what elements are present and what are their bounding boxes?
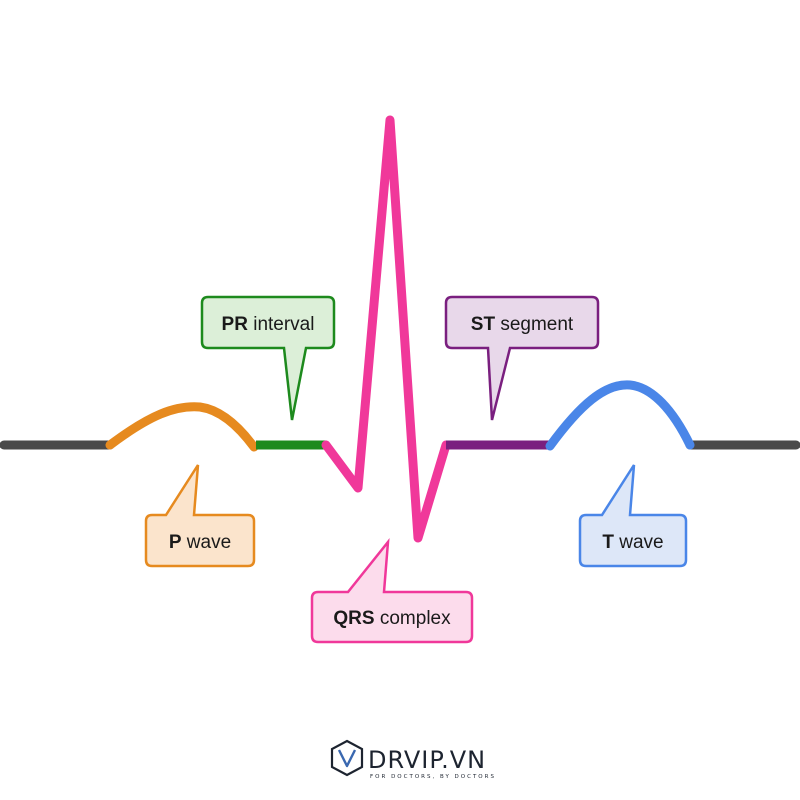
brand-logo: DRVIP.VN FOR DOCTORS, BY DOCTORS: [330, 739, 496, 780]
pr-label-bold: PR: [222, 314, 249, 335]
pr-label-rest: interval: [248, 314, 315, 335]
brand-tagline: FOR DOCTORS, BY DOCTORS: [370, 774, 496, 780]
svg-text:PR interval: PR interval: [222, 314, 315, 335]
pr-interval-callout: PR interval: [200, 295, 336, 421]
p-label-bold: P: [169, 532, 182, 553]
t-wave-callout: T wave: [578, 464, 688, 568]
t-label-rest: wave: [614, 532, 664, 553]
t-wave-line: [545, 380, 695, 451]
p-wave-line: [105, 402, 259, 452]
st-label-bold: ST: [471, 314, 496, 335]
p-label-rest: wave: [182, 532, 232, 553]
svg-text:ST segment: ST segment: [471, 314, 574, 335]
qrs-complex-callout: QRS complex: [310, 538, 474, 644]
qrs-label-bold: QRS: [333, 608, 374, 629]
svg-text:T wave: T wave: [602, 532, 663, 553]
svg-text:P wave: P wave: [169, 532, 231, 553]
qrs-label-rest: complex: [375, 608, 452, 629]
qrs-complex-line: [321, 115, 451, 543]
st-segment-callout: ST segment: [444, 295, 600, 421]
v-shield-logo-icon: [330, 739, 364, 777]
st-label-rest: segment: [495, 314, 574, 335]
brand-name: DRVIP.VN: [368, 746, 486, 774]
t-label-bold: T: [602, 532, 614, 553]
p-wave-callout: P wave: [144, 464, 256, 568]
svg-text:QRS complex: QRS complex: [333, 608, 451, 629]
